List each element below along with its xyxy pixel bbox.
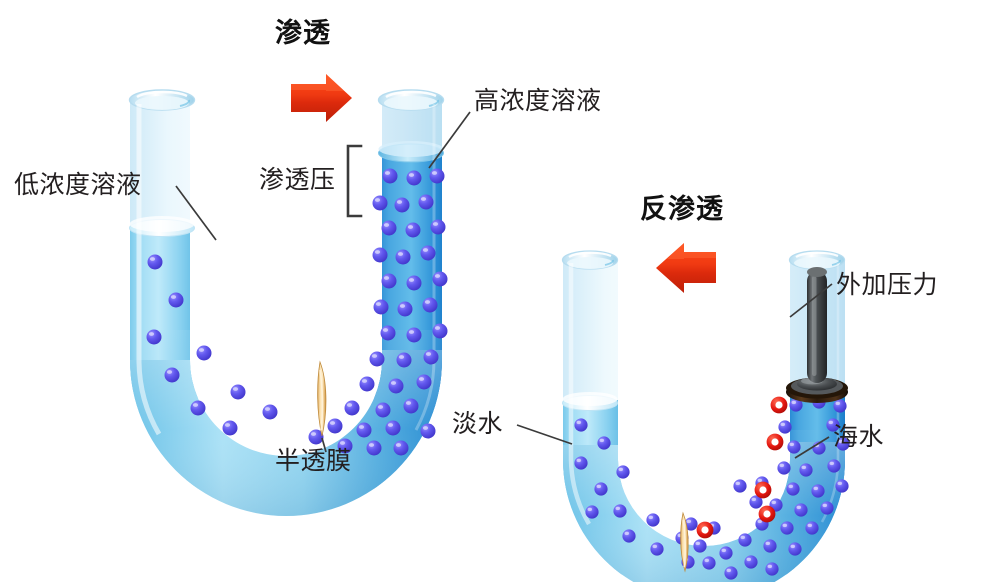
osmosis-u-tube-group bbox=[128, 89, 448, 516]
leader-sea-water bbox=[794, 436, 830, 459]
tube-rim-right-2 bbox=[788, 250, 846, 270]
osmotic-pressure-bracket bbox=[346, 144, 363, 218]
leader-membrane bbox=[321, 437, 327, 453]
tube-rim-left-1 bbox=[128, 89, 196, 111]
reverse-osmosis-arrow-left bbox=[656, 243, 716, 293]
salt-ion bbox=[770, 396, 788, 414]
solute-particles-sea-water bbox=[684, 395, 850, 580]
leader-high-concentration bbox=[428, 111, 471, 169]
water-level-fresh-arm bbox=[562, 392, 618, 411]
salt-ion bbox=[754, 481, 772, 499]
label-external-pressure: 外加压力 bbox=[836, 270, 939, 299]
reverse-osmosis-heading: 反渗透 bbox=[640, 194, 724, 225]
semipermeable-membrane-right bbox=[680, 511, 689, 573]
solute-particles-concentrated-left bbox=[308, 168, 448, 456]
leader-lines-left bbox=[175, 111, 471, 453]
leader-fresh-water bbox=[516, 424, 573, 445]
osmosis-heading: 渗透 bbox=[275, 18, 331, 49]
label-high-concentration-solution: 高浓度溶液 bbox=[474, 86, 602, 115]
water-level-left-arm bbox=[129, 216, 195, 237]
label-low-concentration-solution: 低浓度溶液 bbox=[14, 170, 142, 199]
osmosis-arrow-right bbox=[291, 74, 352, 122]
salt-ion bbox=[758, 505, 776, 523]
label-sea-water: 海水 bbox=[833, 422, 885, 451]
reverse-osmosis-u-tube-group bbox=[561, 250, 850, 582]
leader-low-concentration bbox=[175, 185, 217, 241]
salt-ion-particles bbox=[696, 396, 788, 539]
salt-ion bbox=[696, 521, 714, 539]
label-osmotic-pressure: 渗透压 bbox=[259, 165, 336, 194]
piston-rod[interactable] bbox=[807, 267, 827, 383]
tube-rim-left-2 bbox=[377, 89, 445, 111]
salt-ion bbox=[766, 433, 784, 451]
piston-assembly[interactable] bbox=[786, 267, 848, 403]
u-tube-glass-highlights-right bbox=[568, 263, 840, 526]
solute-particles-dilute-left bbox=[146, 254, 278, 436]
leader-external-pressure bbox=[789, 283, 833, 318]
water-level-right-arm bbox=[378, 141, 444, 163]
solute-particles-fresh-water bbox=[574, 418, 695, 569]
semipermeable-membrane-left bbox=[317, 360, 327, 437]
label-semipermeable-membrane: 半透膜 bbox=[275, 446, 352, 475]
tube-rim-right-1 bbox=[561, 250, 619, 270]
leader-lines-right bbox=[516, 283, 833, 459]
label-fresh-water: 淡水 bbox=[452, 409, 504, 438]
